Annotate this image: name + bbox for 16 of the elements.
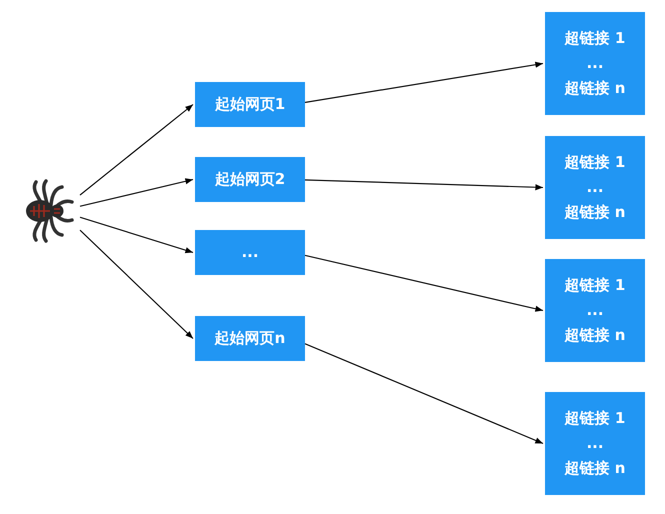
arrow [304,62,544,103]
hyperlink-box: 超链接 1 ... 超链接 n [545,136,645,239]
arrow [80,230,194,339]
arrow [304,343,544,444]
arrow [80,178,194,207]
arrow [80,216,194,254]
start-page-box: 起始网页1 [195,82,305,127]
arrow [80,104,194,196]
hyperlink-box: 超链接 1 ... 超链接 n [545,392,645,495]
arrow [304,179,544,190]
start-page-box: ... [195,230,305,275]
start-page-box: 起始网页n [195,316,305,361]
arrow [304,254,544,312]
start-page-box: 起始网页2 [195,157,305,202]
hyperlink-box: 超链接 1 ... 超链接 n [545,12,645,115]
hyperlink-box: 超链接 1 ... 超链接 n [545,259,645,362]
